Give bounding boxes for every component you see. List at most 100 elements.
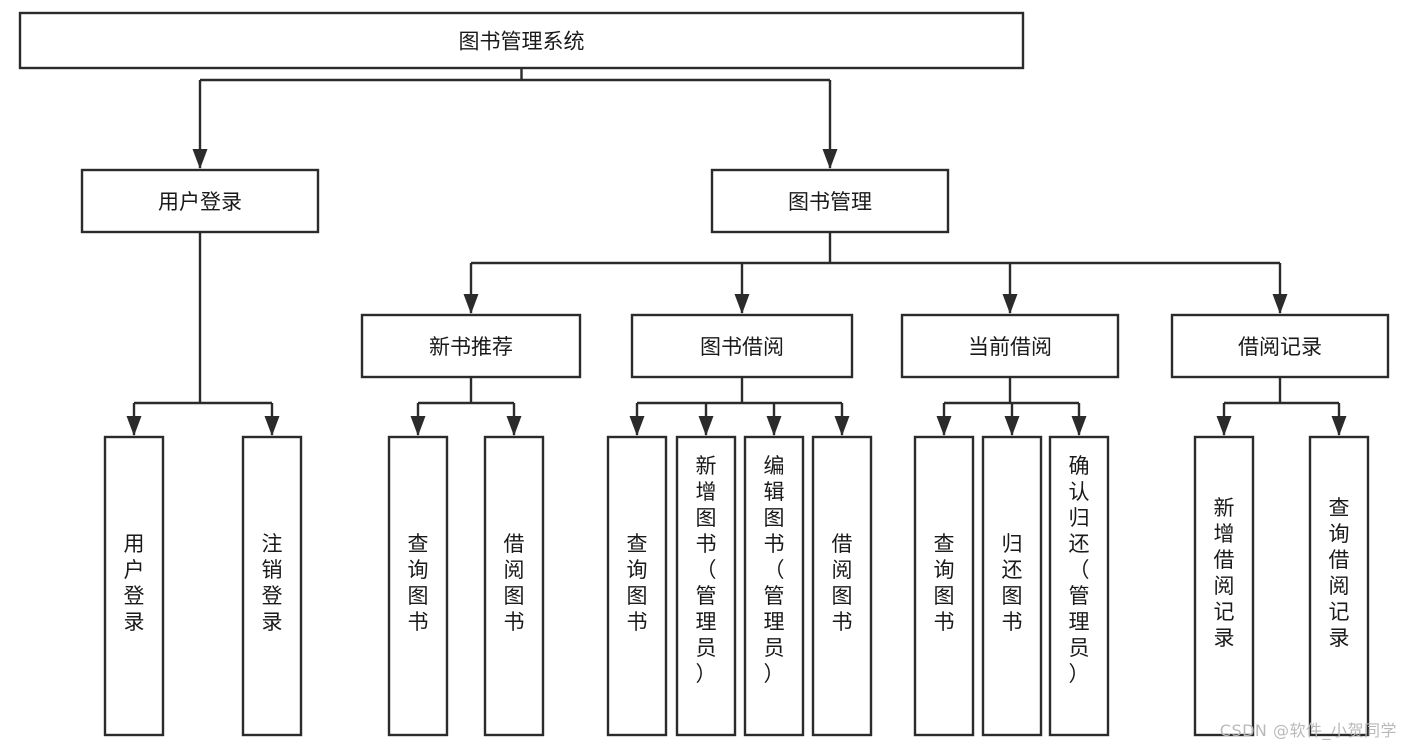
node-label-char: 注 xyxy=(262,532,283,556)
node-label-char: 书 xyxy=(696,532,717,556)
arrow-head-icon xyxy=(506,416,522,436)
node-label: 图书管理系统 xyxy=(459,30,585,54)
node-box[interactable] xyxy=(18,11,1025,70)
arrow-head-icon xyxy=(766,416,782,436)
node-book-borrow[interactable]: 图书借阅 xyxy=(630,313,854,379)
node-box[interactable] xyxy=(1193,435,1255,737)
node-label-char: 新 xyxy=(696,454,717,478)
node-label-char: 询 xyxy=(1329,522,1350,546)
node-label-char: 书 xyxy=(627,610,648,634)
node-box[interactable] xyxy=(811,435,873,737)
node-label-char: 书 xyxy=(832,610,853,634)
node-label-char: （ xyxy=(696,558,717,582)
node-label-char: 借 xyxy=(1214,548,1235,572)
node-box[interactable] xyxy=(241,435,303,737)
arrow-head-icon xyxy=(1071,416,1087,436)
node-label-char: 图 xyxy=(504,584,525,608)
node-label-char: 阅 xyxy=(504,558,525,582)
node-box[interactable] xyxy=(1170,313,1390,379)
node-leaf-user-login[interactable]: 用户登录 xyxy=(103,435,165,737)
node-new-book-recommend[interactable]: 新书推荐 xyxy=(360,313,582,379)
node-box[interactable] xyxy=(80,168,320,234)
node-label-char: 阅 xyxy=(1329,574,1350,598)
node-label-char: 查 xyxy=(934,532,955,556)
arrow-head-icon xyxy=(936,416,952,436)
node-current-borrow[interactable]: 当前借阅 xyxy=(900,313,1120,379)
node-label-char: 阅 xyxy=(832,558,853,582)
node-box[interactable] xyxy=(483,435,545,737)
node-label-char: 新 xyxy=(1214,496,1235,520)
arrow-head-icon xyxy=(463,294,479,314)
arrow-head-icon xyxy=(1004,416,1020,436)
node-label-char: 户 xyxy=(124,558,145,582)
node-label-char: （ xyxy=(764,558,785,582)
node-box[interactable] xyxy=(360,313,582,379)
node-label-char: 询 xyxy=(408,558,429,582)
node-label-char: 图 xyxy=(1002,584,1023,608)
node-box[interactable] xyxy=(1308,435,1370,737)
arrow-head-icon xyxy=(698,416,714,436)
arrow-head-icon xyxy=(734,294,750,314)
node-label-char: 管 xyxy=(696,584,717,608)
node-label-char: 录 xyxy=(1329,626,1350,650)
node-label-char: 询 xyxy=(934,558,955,582)
node-box[interactable] xyxy=(913,435,975,737)
node-label-char: 图 xyxy=(764,506,785,530)
node-label: 图书管理 xyxy=(788,190,872,214)
node-box[interactable] xyxy=(900,313,1120,379)
node-box[interactable] xyxy=(675,435,737,737)
node-box[interactable] xyxy=(710,168,950,234)
node-label-char: 书 xyxy=(1002,610,1023,634)
node-label-char: 编 xyxy=(764,454,785,478)
node-label-char: 图 xyxy=(832,584,853,608)
node-label: 新书推荐 xyxy=(429,335,513,359)
node-root-图书管理系统[interactable]: 图书管理系统 xyxy=(18,11,1025,70)
node-label-char: 录 xyxy=(262,610,283,634)
node-label-char: 图 xyxy=(696,506,717,530)
node-user-login[interactable]: 用户登录 xyxy=(80,168,320,234)
node-label-char: 辑 xyxy=(764,480,785,504)
node-label-char: 归 xyxy=(1002,532,1023,556)
node-label: 图书借阅 xyxy=(700,335,784,359)
node-label-char: 图 xyxy=(934,584,955,608)
node-label-char: 理 xyxy=(1069,610,1090,634)
node-label-char: 书 xyxy=(764,532,785,556)
arrow-head-icon xyxy=(629,416,645,436)
arrow-head-icon xyxy=(1216,416,1232,436)
node-label-char: 还 xyxy=(1069,532,1090,556)
node-book-management[interactable]: 图书管理 xyxy=(710,168,950,234)
node-box[interactable] xyxy=(743,435,805,737)
node-box[interactable] xyxy=(1048,435,1110,737)
node-label-char: 认 xyxy=(1069,480,1090,504)
node-box[interactable] xyxy=(630,313,854,379)
node-label-char: 图 xyxy=(408,584,429,608)
node-label-char: 归 xyxy=(1069,506,1090,530)
node-label-char: 增 xyxy=(1214,522,1235,546)
node-label-char: 记 xyxy=(1214,600,1235,624)
node-label-char: 理 xyxy=(696,610,717,634)
node-box[interactable] xyxy=(103,435,165,737)
arrow-head-icon xyxy=(126,416,142,436)
node-label-char: 图 xyxy=(627,584,648,608)
node-box[interactable] xyxy=(606,435,668,737)
node-label-char: 确 xyxy=(1069,454,1090,478)
node-label-char: 书 xyxy=(934,610,955,634)
node-label-char: 借 xyxy=(504,532,525,556)
arrow-head-icon xyxy=(192,149,208,169)
node-box[interactable] xyxy=(981,435,1043,737)
node-label-char: 查 xyxy=(1329,496,1350,520)
node-borrow-record[interactable]: 借阅记录 xyxy=(1170,313,1390,379)
node-box[interactable] xyxy=(387,435,449,737)
